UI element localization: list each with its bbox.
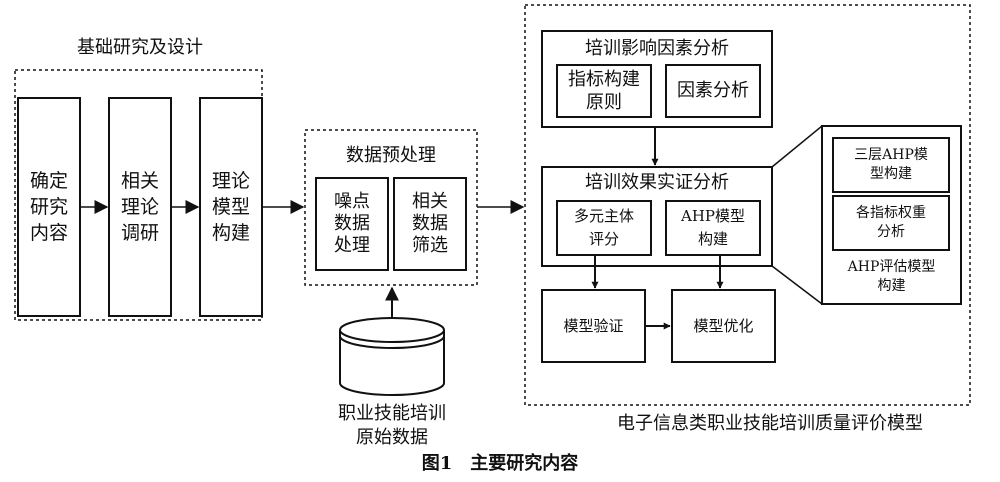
box-theory-model <box>199 97 263 317</box>
label-factor-analysis: 因素分析 <box>677 80 749 101</box>
label-theory-model: 理论 模型 构建 <box>211 170 250 244</box>
box-optimize <box>671 289 776 363</box>
box-multi-score <box>556 200 652 256</box>
figure-caption: 图1 主要研究内容 <box>421 453 579 474</box>
influence-title: 培训影响因素分析 <box>585 38 729 59</box>
label-multi-score: 多元主体 评分 <box>573 207 634 248</box>
label-filter: 相关 数据 筛选 <box>412 191 448 256</box>
box-filter <box>393 177 467 271</box>
label-theory-survey: 相关 理论 调研 <box>120 170 159 244</box>
box-ahp-build <box>665 200 761 256</box>
basic-research-title: 基础研究及设计 <box>77 37 203 58</box>
connector-bottom <box>771 265 823 305</box>
label-weights: 各指标权重 分析 <box>856 205 926 240</box>
box-weights <box>832 195 950 251</box>
label-ahp-eval: AHP评估模型 构建 <box>847 259 936 294</box>
label-ahp-build: AHP模型 构建 <box>680 207 745 248</box>
box-theory-survey <box>108 97 172 317</box>
box-verify <box>541 289 646 363</box>
label-optimize: 模型优化 <box>693 317 754 335</box>
box-factor-analysis <box>665 64 761 118</box>
connector-top <box>771 125 823 168</box>
label-noise: 噪点 数据 处理 <box>334 191 370 256</box>
label-verify: 模型验证 <box>563 317 624 335</box>
model-group <box>524 4 971 406</box>
model-caption: 电子信息类职业技能培训质量评价模型 <box>617 413 923 434</box>
raw-data-label: 职业技能培训 原始数据 <box>338 403 446 448</box>
box-index-principle <box>556 64 652 118</box>
label-index-principle: 指标构建 原则 <box>568 69 640 113</box>
label-three-layer: 三层AHP模 型构建 <box>854 147 928 182</box>
box-noise <box>315 177 389 271</box>
box-three-layer <box>832 137 950 193</box>
preprocess-group <box>304 129 478 286</box>
database-icon <box>339 317 445 396</box>
label-define-research: 确定 研究 内容 <box>29 170 68 244</box>
box-define-research <box>17 97 81 317</box>
empirical-title: 培训效果实证分析 <box>585 172 729 193</box>
preprocess-title: 数据预处理 <box>346 145 436 166</box>
